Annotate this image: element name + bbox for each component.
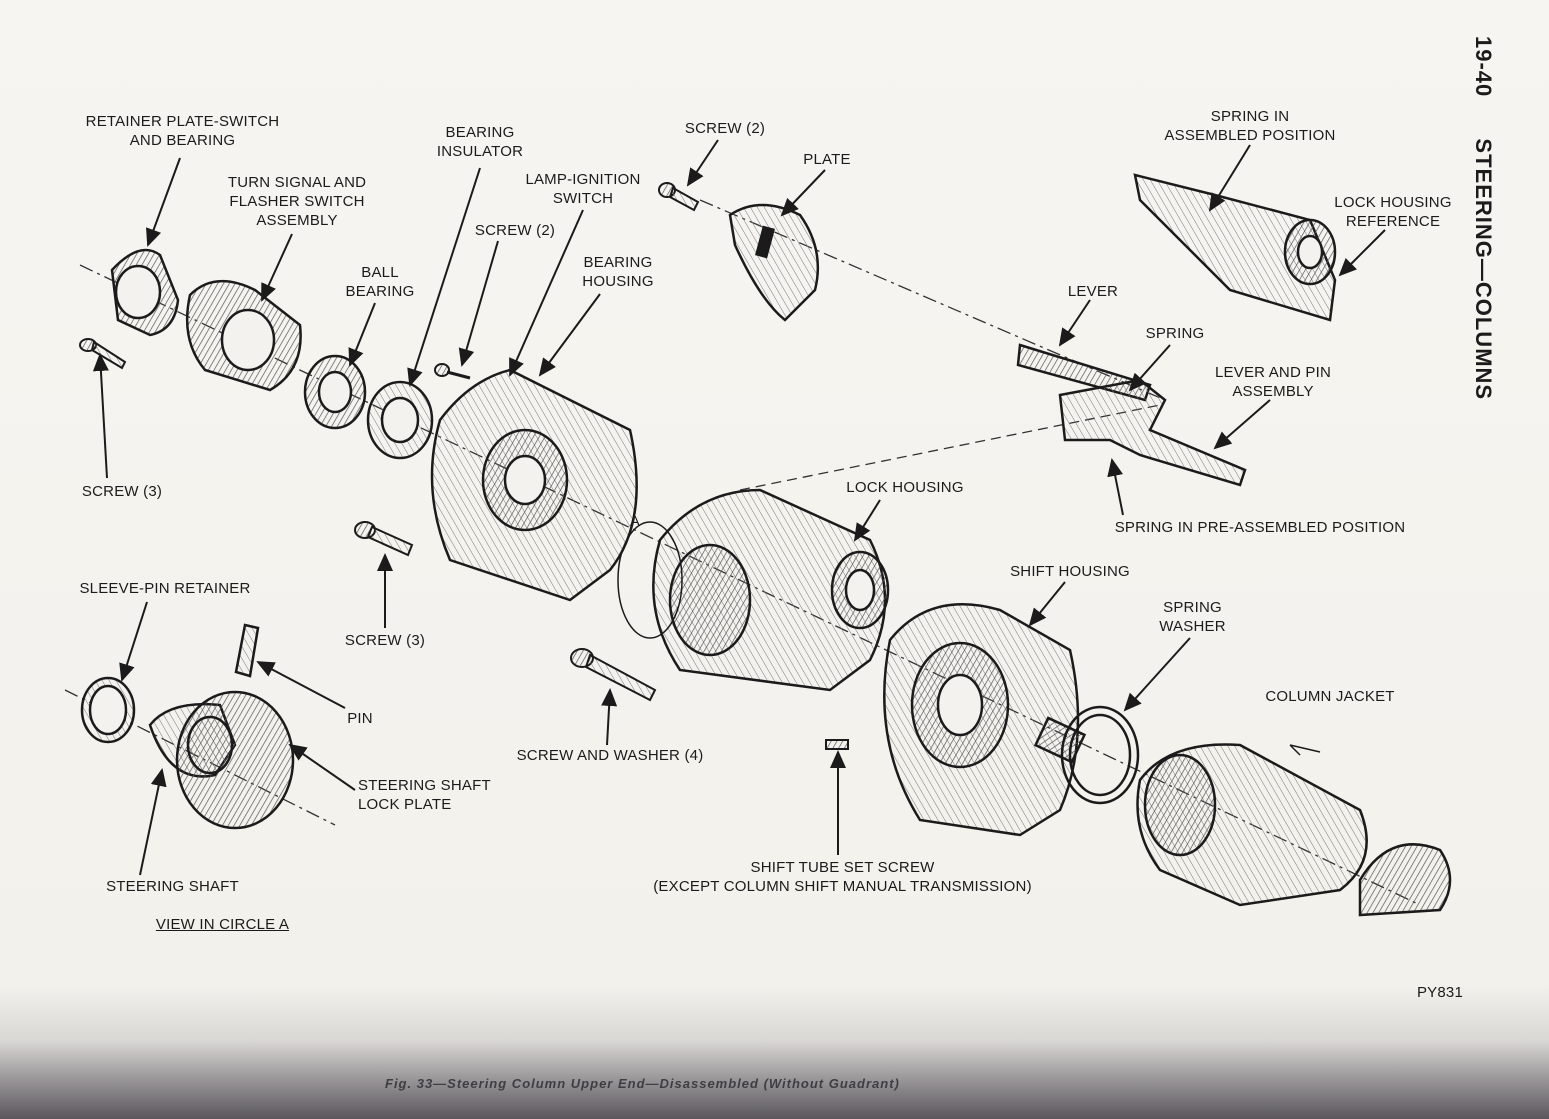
plate-part — [728, 203, 820, 322]
retainer-plate-part — [110, 248, 180, 337]
label-screw-3-left: SCREW (3) — [81, 483, 163, 500]
label-bearing-insulator: BEARING INSULATOR — [436, 124, 524, 160]
ball-bearing-part — [303, 354, 367, 430]
label-bearing-housing: BEARING HOUSING — [582, 254, 654, 290]
label-lock-housing: LOCK HOUSING — [846, 479, 964, 496]
label-steering-shaft: STEERING SHAFT — [106, 878, 239, 895]
turn-signal-part — [185, 279, 302, 392]
lock-housing-reference-part — [1133, 173, 1337, 322]
label-screw-washer: SCREW AND WASHER (4) — [516, 747, 704, 764]
label-pin: PIN — [347, 710, 373, 727]
screw-2-top-part — [658, 182, 700, 212]
label-spring: SPRING — [1145, 325, 1205, 342]
page-number: 19-40 — [1471, 36, 1496, 98]
page-header-vertical: 19-40 STEERING—COLUMNS — [1470, 36, 1496, 400]
screw-left-part — [79, 338, 127, 370]
sleeve-ring-part — [80, 676, 136, 744]
label-shift-housing: SHIFT HOUSING — [1010, 563, 1130, 580]
lever-pin-part — [1058, 378, 1247, 487]
label-spring-preassembled: SPRING IN PRE-ASSEMBLED POSITION — [1114, 519, 1406, 536]
set-screw-part — [825, 739, 849, 750]
steering-shaft-part — [148, 690, 295, 830]
label-screw-2-top: SCREW (2) — [684, 120, 766, 137]
column-jacket-part — [1136, 743, 1452, 917]
figure-code: PY831 — [1416, 984, 1464, 1001]
label-plate: PLATE — [803, 151, 851, 168]
label-screw-2-mid: SCREW (2) — [474, 222, 556, 239]
label-steering-lock-plate: STEERING SHAFT LOCK PLATE — [358, 777, 491, 813]
label-lock-housing-reference: LOCK HOUSING REFERENCE — [1334, 194, 1452, 230]
bearing-housing-part — [430, 368, 638, 602]
figure-caption: Fig. 33—Steering Column Upper End—Disass… — [385, 1076, 900, 1091]
label-retainer-plate: RETAINER PLATE-SWITCH AND BEARING — [85, 113, 280, 149]
lock-housing-part — [652, 488, 890, 692]
screw-3-mid-part — [354, 521, 414, 557]
bearing-insulator-part — [366, 380, 434, 460]
label-sleeve-pin: SLEEVE-PIN RETAINER — [79, 580, 251, 597]
label-lamp-ignition: LAMP-IGNITION SWITCH — [525, 171, 641, 207]
section-title: STEERING—COLUMNS — [1471, 138, 1496, 401]
pin-part — [234, 623, 260, 678]
label-turn-signal: TURN SIGNAL AND FLASHER SWITCH ASSEMBLY — [227, 174, 367, 229]
label-circle-a: A — [629, 513, 641, 530]
view-a-axis — [64, 689, 336, 826]
label-screw-3-mid: SCREW (3) — [344, 632, 426, 649]
leader-lines — [92, 139, 1386, 876]
label-ball-bearing: BALL BEARING — [345, 264, 415, 300]
screw-washer-part — [570, 648, 657, 702]
label-view-in-circle-a: VIEW IN CIRCLE A — [155, 916, 290, 933]
spring-washer-part — [1060, 705, 1140, 805]
circle-a-marker — [617, 521, 683, 639]
label-lever-pin: LEVER AND PIN ASSEMBLY — [1215, 364, 1331, 400]
label-lever: LEVER — [1067, 283, 1119, 300]
label-spring-washer: SPRING WASHER — [1159, 599, 1226, 635]
shift-housing-part — [883, 603, 1087, 837]
screw-2-mid-part — [434, 363, 471, 380]
label-set-screw: SHIFT TUBE SET SCREW (EXCEPT COLUMN SHIF… — [653, 859, 1032, 895]
label-column-jacket: COLUMN JACKET — [1265, 688, 1395, 705]
label-spring-assembled: SPRING IN ASSEMBLED POSITION — [1164, 108, 1336, 144]
